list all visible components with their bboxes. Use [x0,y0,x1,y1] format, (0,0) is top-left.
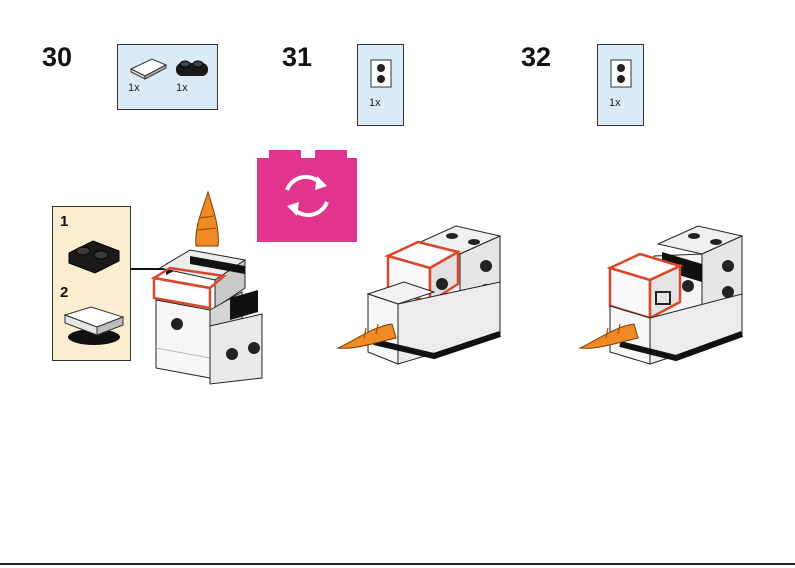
part-quantity: 1x [128,82,140,94]
black-plate-1x2-icon [65,233,123,279]
white-tile-1x2-icon [61,299,127,351]
substep-number: 1 [60,213,68,230]
step-number: 30 [42,42,72,73]
assembly-model-step-31 [334,222,509,372]
parts-list: 1x [357,44,404,126]
part-quantity: 1x [609,97,621,109]
parts-list: 1x 1x [117,44,218,110]
step-number: 31 [282,42,312,73]
white-tile-1x2-icon [128,55,168,81]
page-bottom-rule [0,563,795,565]
black-plate-1x2-icon [174,55,210,83]
part-quantity: 1x [176,82,188,94]
carrot-piece [196,192,219,246]
part-quantity: 1x [369,97,381,109]
parts-list: 1x [597,44,644,126]
step-number: 32 [521,42,551,73]
assembly-model-step-32 [576,222,751,372]
substep-callout: 1 2 [52,206,131,361]
white-brick-1x1-double-stud-side-icon [368,57,394,89]
white-brick-1x1-double-stud-side-icon [608,57,634,89]
